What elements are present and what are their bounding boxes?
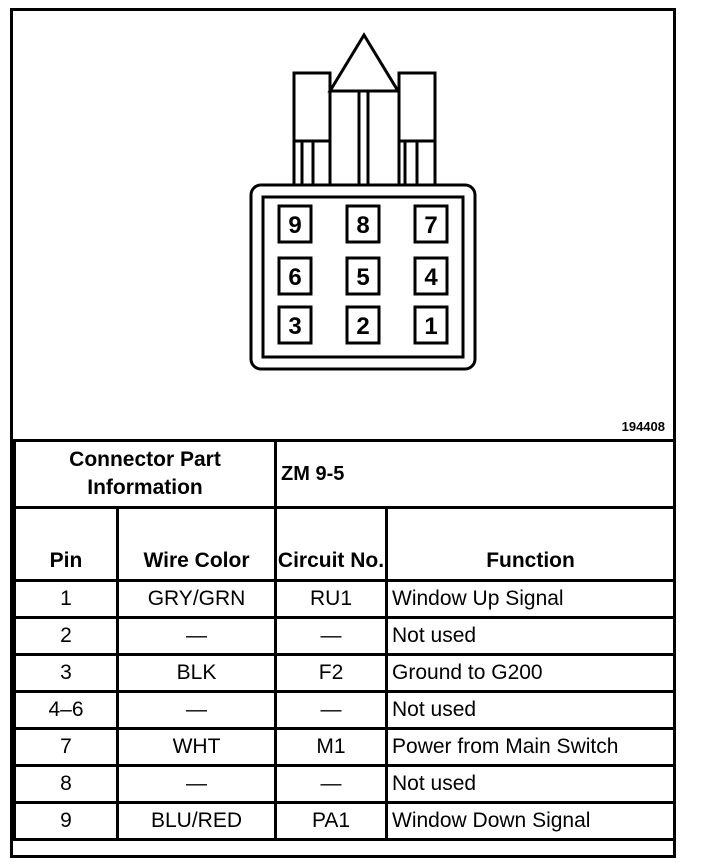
- cell-pin: 9: [13, 801, 119, 841]
- figure-id: 194408: [621, 419, 665, 434]
- pin-box: [345, 305, 381, 345]
- pin-box: [413, 256, 449, 296]
- pin-label: 6: [288, 264, 301, 291]
- cell-function: Not used: [385, 616, 677, 656]
- header-function: Function: [385, 506, 677, 582]
- connector-table: Connector Part Information ZM 9-5 Pin Wi…: [12, 439, 677, 841]
- cell-wire-color: —: [115, 616, 278, 656]
- pin-box: [345, 204, 381, 244]
- connector-diagram: 9 8 7 6 5 4 3 2 1 194408: [13, 11, 673, 439]
- cell-function: Ground to G200: [385, 653, 677, 693]
- cell-function: Window Up Signal: [385, 579, 677, 619]
- cell-wire-color: WHT: [115, 727, 278, 767]
- cell-circuit: RU1: [274, 579, 389, 619]
- cell-wire-color: BLU/RED: [115, 801, 278, 841]
- cell-wire-color: GRY/GRN: [115, 579, 278, 619]
- cell-pin: 8: [13, 764, 119, 804]
- cell-circuit: —: [274, 616, 389, 656]
- cell-pin: 1: [13, 579, 119, 619]
- orientation-arrow-icon: [327, 32, 401, 93]
- pin-box: [413, 305, 449, 345]
- pin-box: [413, 204, 449, 244]
- cell-pin: 7: [13, 727, 119, 767]
- part-info-label: Connector Part Information: [12, 439, 278, 509]
- pin-box: [345, 256, 381, 296]
- pin-label: 2: [356, 313, 369, 340]
- center-terminal: [328, 89, 401, 189]
- table-row: 4–6——Not used: [13, 690, 677, 730]
- pin-label: 4: [424, 264, 438, 291]
- pin-label: 9: [288, 212, 301, 239]
- cell-pin: 4–6: [13, 690, 119, 730]
- cell-circuit: —: [274, 690, 389, 730]
- pin-box: [277, 305, 313, 345]
- pin-label: 3: [288, 313, 301, 340]
- pin-label: 1: [424, 313, 437, 340]
- cell-function: Not used: [385, 764, 677, 804]
- pin-box: [277, 256, 313, 296]
- cell-pin: 2: [13, 616, 119, 656]
- pin-label: 7: [424, 212, 437, 239]
- cell-function: Window Down Signal: [385, 801, 677, 841]
- cell-circuit: PA1: [274, 801, 389, 841]
- pin-label: 5: [356, 264, 369, 291]
- cell-circuit: F2: [274, 653, 389, 693]
- header-pin: Pin: [13, 506, 119, 582]
- pin-label: 8: [356, 212, 369, 239]
- header-wire-color: Wire Color: [115, 506, 278, 582]
- cell-wire-color: BLK: [115, 653, 278, 693]
- pin-box: [277, 204, 313, 244]
- connector-drawing: 9 8 7 6 5 4 3 2 1: [249, 32, 477, 371]
- pin-grid: 9 8 7 6 5 4 3 2 1: [277, 204, 449, 345]
- part-info-value: ZM 9-5: [274, 439, 677, 509]
- cell-circuit: M1: [274, 727, 389, 767]
- table-row: 8——Not used: [13, 764, 677, 804]
- cell-wire-color: —: [115, 690, 278, 730]
- cell-wire-color: —: [115, 764, 278, 804]
- cell-pin: 3: [13, 653, 119, 693]
- header-circuit: Circuit No.: [274, 506, 389, 582]
- cell-function: Power from Main Switch: [385, 727, 677, 767]
- table-row: 2——Not used: [13, 616, 677, 656]
- cell-circuit: —: [274, 764, 389, 804]
- cell-function: Not used: [385, 690, 677, 730]
